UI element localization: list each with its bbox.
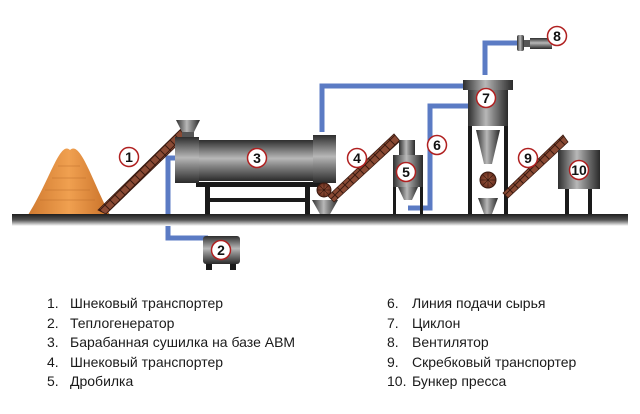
badge-label: 7 (482, 90, 490, 106)
sawdust-pile (28, 148, 110, 215)
badge-circle (246, 147, 268, 169)
legend-item: 5. Дробилка (47, 372, 295, 392)
badge-label: 1 (125, 149, 133, 165)
callout-badge-6: 6 (426, 134, 448, 156)
drum-dryer (175, 120, 336, 216)
legend-text: Теплогенератор (70, 314, 175, 331)
badge-circle (395, 161, 417, 183)
legend-item: 2. Теплогенератор (47, 314, 295, 334)
pipe-heat-generator-to-dryer (165, 155, 208, 241)
badge-circle (210, 239, 232, 261)
badge-circle (517, 147, 539, 169)
legend-number: 6. (387, 295, 399, 311)
badge-label: 9 (524, 150, 532, 166)
legend-number: 1. (47, 295, 59, 311)
badge-label: 5 (402, 164, 410, 180)
legend-number: 2. (47, 314, 59, 331)
rotary-feeder-4 (312, 182, 338, 216)
fan (517, 35, 552, 51)
callout-badge-5: 5 (395, 161, 417, 183)
badge-label: 8 (553, 28, 561, 44)
screw-conveyor-4 (327, 133, 401, 203)
callout-badge-8: 8 (546, 25, 568, 47)
legend-item: 4. Шнековый транспортер (47, 353, 295, 373)
legend-item: 8. Вентилятор (387, 333, 576, 353)
badge-label: 3 (253, 150, 261, 166)
callout-badge-1: 1 (118, 146, 140, 168)
badge-circle (568, 159, 590, 181)
pipe-crusher-to-cyclone (408, 103, 470, 211)
badge-circle (475, 87, 497, 109)
badge-label: 6 (433, 137, 441, 153)
production-line-diagram: 1 2 3 4 5 6 7 8 9 10 (12, 25, 628, 270)
callout-badge-3: 3 (246, 147, 268, 169)
badge-circle (118, 146, 140, 168)
sawdust-texture (40, 165, 95, 201)
legend-text: Линия подачи сырья (412, 295, 546, 311)
callout-badge-2: 2 (210, 239, 232, 261)
pipe-cyclone-to-fan (482, 40, 520, 75)
legend-text: Циклон (412, 314, 461, 331)
legend-number: 7. (387, 314, 399, 331)
ground-line (12, 214, 628, 226)
legend-text: Вентилятор (412, 334, 489, 350)
legend-text: Барабанная сушилка на базе АВМ (70, 334, 296, 350)
legend-text: Бункер пресса (412, 373, 507, 389)
legend-right: 6. Линия подачи сырья 7. Циклон 8. Вентилят… (387, 294, 576, 392)
legend-text: Скребковый транспортер (412, 353, 577, 370)
callout-badge-9: 9 (517, 147, 539, 169)
callout-badge-10: 10 (568, 159, 590, 181)
badge-circle (346, 147, 368, 169)
legend-text: Шнековый транспортер (70, 353, 224, 370)
legend-number: 4. (47, 353, 59, 370)
scraper-conveyor-9 (502, 134, 569, 199)
legend-item: 1. Шнековый транспортер (47, 294, 295, 314)
legend-item: 6. Линия подачи сырья (387, 294, 576, 314)
legend-item: 10. Бункер пресса (387, 372, 576, 392)
badge-circle (546, 25, 568, 47)
legend-item: 7. Циклон (387, 314, 576, 334)
pipe-dryer-to-cyclone (319, 83, 470, 132)
legend-number: 5. (47, 373, 59, 389)
legend-number: 3. (47, 334, 59, 350)
legend-text: Шнековый транспортер (70, 295, 224, 311)
legend-left: 1.Шнековый транспортер 2.Теплогенератор … (47, 294, 295, 392)
badge-circle (426, 134, 448, 156)
callout-badge-7: 7 (475, 87, 497, 109)
legend-text: Дробилка (70, 373, 134, 389)
legend-number: 10. (387, 373, 407, 389)
legend-item: 3. Барабанная сушилка на базе АВМ (47, 333, 295, 353)
legend-number: 9. (387, 353, 399, 370)
legend-number: 8. (387, 334, 399, 350)
badge-label: 10 (571, 162, 587, 178)
pipes (165, 40, 520, 241)
badge-label: 2 (217, 242, 225, 258)
legend-item: 9. Скребковый транспортер (387, 353, 576, 373)
callout-badge-4: 4 (346, 147, 368, 169)
callout-badges: 1 2 3 4 5 6 7 8 9 10 (118, 25, 590, 261)
badge-label: 4 (353, 150, 361, 166)
